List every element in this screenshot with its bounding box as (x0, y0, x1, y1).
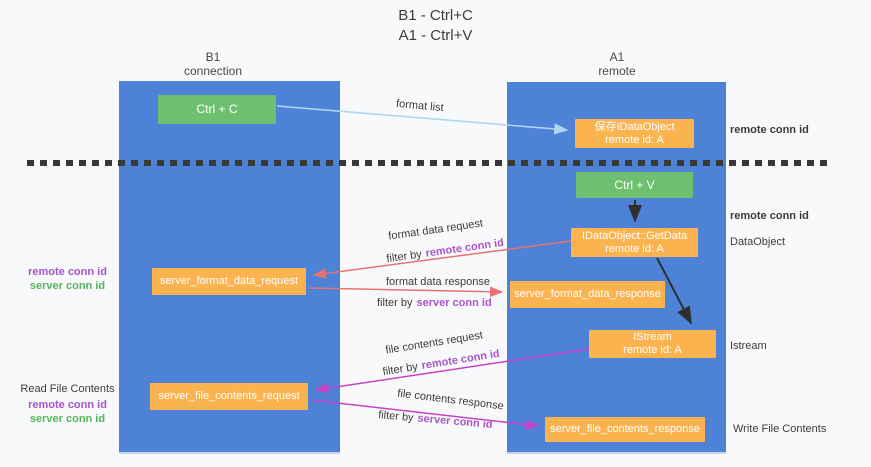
annotation-write-file-contents: Write File Contents (733, 423, 827, 435)
lane-header-b1: B1 connection (153, 50, 273, 78)
arrow-file-contents-response (310, 399, 540, 430)
ctrl-c-box: Ctrl + C (158, 95, 276, 124)
dashed-divider (27, 160, 833, 166)
label-format-data-response: format data response (386, 276, 490, 288)
remote-conn-id-text: remote conn id (28, 399, 107, 411)
istream-line2: remote id: A (623, 344, 682, 356)
istream-box: IStream remote id: A (589, 330, 716, 358)
arrow-format-data-request (312, 240, 572, 279)
annotation-istream: Istream (730, 340, 767, 352)
server-file-contents-response-box: server_file_contents_response (545, 417, 705, 442)
ctrl-c-label: Ctrl + C (196, 102, 238, 116)
diagram-title: B1 - Ctrl+C A1 - Ctrl+V (0, 6, 871, 46)
ctrl-v-label: Ctrl + V (614, 177, 655, 192)
lane-b1-name: B1 (205, 50, 221, 64)
remote-conn-id-text: remote conn id (28, 266, 107, 278)
save-dataobject-box: 保存IDataObject remote id: A (575, 119, 694, 148)
server-format-data-request-label: server_format_data_request (159, 275, 299, 287)
server-format-data-response-box: server_format_data_response (510, 281, 665, 308)
save-dataobject-line1: 保存IDataObject (594, 120, 675, 133)
lane-header-a1: A1 remote (557, 50, 677, 78)
server-file-contents-request-label: server_file_contents_request (158, 390, 300, 402)
annotation-remote-conn-id-mid: remote conn id (730, 210, 809, 222)
ctrl-v-box: Ctrl + V (576, 172, 693, 198)
lane-a1-role: remote (598, 64, 636, 78)
annotation-remote-conn-id-top: remote conn id (730, 124, 809, 136)
lane-a1-name: A1 (609, 50, 625, 64)
getdata-box: IDataObject::GetData remote id: A (571, 228, 698, 257)
title-line-1: B1 - Ctrl+C (398, 7, 473, 24)
server-format-data-response-label: server_format_data_response (514, 288, 661, 300)
annotation-conn-ids-format: remote conn id server conn id (20, 265, 115, 293)
server-conn-id-text: server conn id (29, 413, 106, 425)
read-file-contents-text: Read File Contents (20, 383, 115, 395)
annotation-conn-ids-file: remote conn id server conn id (20, 398, 115, 426)
arrow-getdata-to-istream (656, 257, 692, 325)
server-file-contents-request-box: server_file_contents_request (150, 383, 308, 410)
annotation-read-file-contents: Read File Contents (20, 382, 115, 396)
annotation-dataobject: DataObject (730, 236, 786, 248)
getdata-line1: IDataObject::GetData (581, 229, 688, 242)
arrow-format-data-response (308, 286, 504, 298)
filter-by-text: filter by (377, 297, 413, 309)
arrow-file-contents-request (314, 348, 590, 394)
server-conn-id-text: server conn id (416, 297, 492, 309)
server-file-contents-response-label: server_file_contents_response (550, 423, 700, 435)
arrow-format-list (276, 105, 569, 135)
server-conn-id-text: server conn id (29, 280, 106, 292)
save-dataobject-line2: remote id: A (605, 133, 664, 146)
getdata-line2: remote id: A (605, 242, 664, 255)
server-format-data-request-box: server_format_data_request (152, 268, 306, 295)
lane-b1-role: connection (183, 64, 243, 78)
title-line-2: A1 - Ctrl+V (398, 27, 473, 44)
istream-line1: IStream (633, 331, 672, 343)
